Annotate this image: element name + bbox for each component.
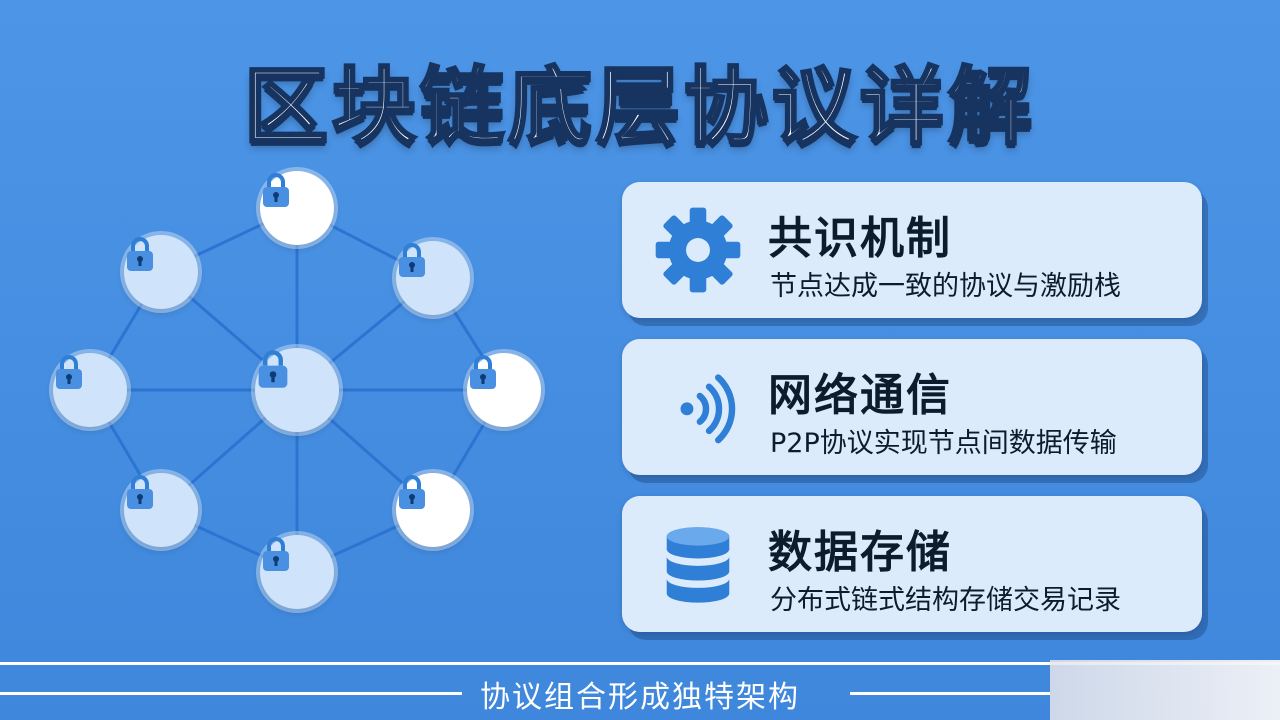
footer-caption: 协议组合形成独特架构: [480, 680, 800, 715]
padlock-icon: [263, 537, 289, 571]
card-description: P2P协议实现节点间数据传输: [770, 428, 1117, 459]
page-title: 区块链底层协议详解: [242, 57, 1036, 158]
padlock-icon: [56, 355, 82, 389]
padlock-icon: [399, 243, 425, 277]
card-description: 节点达成一致的协议与激励栈: [770, 271, 1121, 302]
wireless-signal-icon: [680, 374, 736, 444]
network-node-lower-right: [396, 473, 470, 547]
padlock-icon: [263, 173, 289, 207]
network-node-top: [260, 171, 334, 245]
card-data-storage: 数据存储 分布式链式结构存储交易记录: [622, 496, 1202, 632]
padlock-icon: [470, 355, 496, 389]
padlock-icon: [127, 237, 153, 271]
gear-icon: [655, 207, 741, 293]
padlock-icon: [258, 350, 288, 388]
card-description: 分布式链式结构存储交易记录: [770, 585, 1121, 616]
database-icon: [666, 527, 730, 603]
footer-divider: [0, 662, 1280, 665]
card-consensus: 共识机制 节点达成一致的协议与激励栈: [622, 182, 1202, 318]
network-node-upper-left: [124, 235, 198, 309]
network-node-upper-right: [396, 241, 470, 315]
card-network-communication: 网络通信 P2P协议实现节点间数据传输: [622, 339, 1202, 475]
card-title: 网络通信: [768, 370, 952, 421]
feature-cards: 共识机制 节点达成一致的协议与激励栈 网络通信 P2P协议实现节点间数据传输 数…: [622, 182, 1202, 653]
network-node-bottom: [260, 535, 334, 609]
card-title: 数据存储: [768, 527, 952, 578]
card-title: 共识机制: [768, 213, 952, 264]
network-node-right: [467, 353, 541, 427]
network-diagram: [40, 160, 560, 620]
network-node-left: [53, 353, 127, 427]
padlock-icon: [399, 475, 425, 509]
footer-rule-left: [0, 692, 462, 695]
padlock-icon: [127, 475, 153, 509]
watermark-area: [1050, 660, 1280, 720]
footer-rule-right: [850, 692, 1050, 695]
network-node-center: [255, 348, 339, 432]
network-node-lower-left: [124, 473, 198, 547]
